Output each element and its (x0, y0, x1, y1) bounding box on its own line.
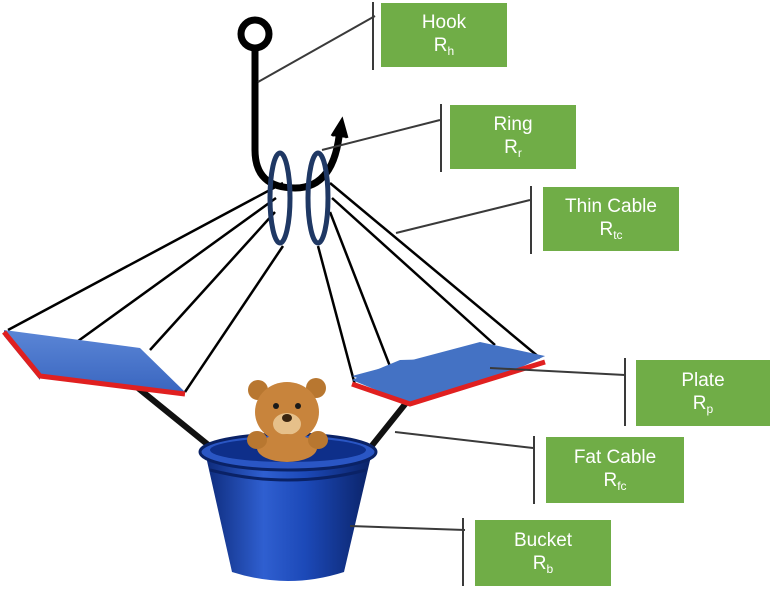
thin-cable-right-inner (328, 211, 402, 393)
bracket-ring (440, 104, 442, 172)
fat-cable-right (367, 395, 413, 451)
thin-cables (7, 181, 541, 393)
thin-cable-left-front (183, 245, 285, 393)
bracket-plate (624, 358, 626, 426)
label-plate-name: Plate (681, 369, 725, 391)
label-fat-cable: Fat Cable Rfc (546, 437, 684, 503)
leader-hook (257, 15, 376, 83)
leader-fat-cable (394, 431, 534, 449)
label-fat-cable-symbol: Rfc (603, 470, 627, 494)
label-hook-symbol: Rh (433, 35, 455, 59)
thin-cable-left-outer (7, 181, 284, 332)
label-plate: Plate Rp (636, 360, 770, 426)
bracket-fat-cable (533, 436, 535, 504)
leader-plate (489, 367, 626, 376)
label-thin-cable-symbol: Rtc (599, 219, 623, 243)
plate-right (351, 342, 546, 407)
bracket-thin-cable (530, 186, 532, 254)
label-bucket-name: Bucket (513, 529, 573, 551)
thin-cable-right-outer (329, 182, 541, 359)
teddy-bear-icon (247, 378, 328, 462)
thin-cable-right-mid (331, 197, 496, 346)
fat-cable-left (135, 385, 215, 451)
label-plate-symbol: Rp (692, 393, 714, 417)
label-thin-cable: Thin Cable Rtc (543, 187, 679, 251)
label-ring-symbol: Rr (504, 137, 522, 161)
label-hook-name: Hook (421, 11, 467, 33)
label-ring: Ring Rr (450, 105, 576, 169)
hook-icon (237, 16, 349, 192)
leader-bucket (349, 525, 466, 531)
bracket-bucket (462, 518, 464, 586)
label-bucket: Bucket Rb (475, 520, 611, 586)
label-bucket-symbol: Rb (532, 553, 554, 577)
leader-lines (257, 15, 626, 531)
leader-ring (321, 119, 441, 151)
label-ring-name: Ring (493, 113, 533, 135)
label-thin-cable-name: Thin Cable (565, 195, 657, 217)
fat-cables (135, 385, 413, 451)
thin-cable-left-inner (149, 211, 276, 351)
leader-thin-cable (395, 199, 531, 234)
thin-cable-right-front (316, 245, 357, 386)
plate-left (2, 330, 186, 397)
ring-icon (267, 150, 331, 246)
bracket-hook (372, 2, 374, 70)
label-hook: Hook Rh (381, 3, 507, 67)
label-fat-cable-name: Fat Cable (573, 446, 657, 468)
